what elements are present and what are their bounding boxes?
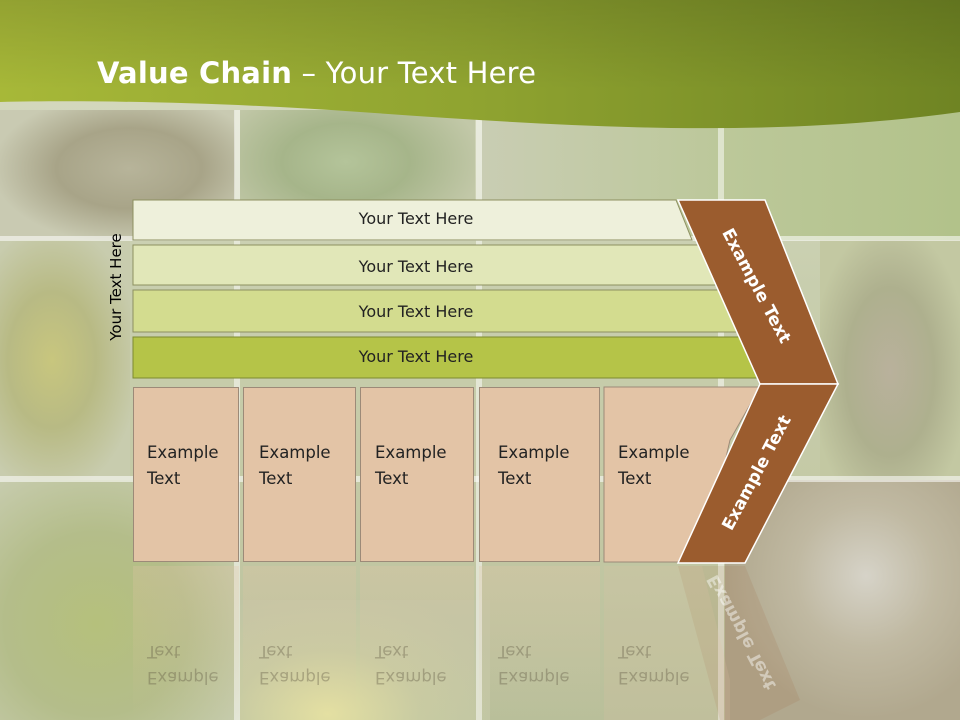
column-1-line-1: Example <box>147 443 219 462</box>
band-4-label: Your Text Here <box>358 347 474 366</box>
column-3-line-1: Example <box>375 443 447 462</box>
column-2-reflection-line-1: Example <box>259 668 331 687</box>
column-5-reflection-line-2: Text <box>618 642 652 661</box>
column-5-reflection-line-1: Example <box>618 668 690 687</box>
column-3-reflection-text: Example Text <box>375 638 447 690</box>
column-4-line-2: Text <box>498 469 532 488</box>
column-5-reflection-text: Example Text <box>618 638 690 690</box>
column-3-reflection <box>360 566 474 720</box>
column-4-line-1: Example <box>498 443 570 462</box>
column-2 <box>243 387 356 562</box>
column-2-reflection-text: Example Text <box>259 638 331 690</box>
title-bold: Value Chain <box>97 56 293 90</box>
column-5-text: Example Text <box>618 440 690 492</box>
column-4-reflection-line-1: Example <box>498 668 570 687</box>
chevron-bottom <box>676 383 840 564</box>
column-1-reflection-line-1: Example <box>147 668 219 687</box>
column-3-reflection-line-2: Text <box>375 642 409 661</box>
column-2-reflection-line-2: Text <box>259 642 293 661</box>
column-4-reflection-line-2: Text <box>498 642 532 661</box>
band-3-label: Your Text Here <box>358 302 474 321</box>
column-3-text: Example Text <box>375 440 447 492</box>
column-2-reflection <box>243 566 356 720</box>
column-4-text: Example Text <box>498 440 570 492</box>
column-1-reflection-text: Example Text <box>147 638 219 690</box>
column-5-line-1: Example <box>618 443 690 462</box>
band-2-label: Your Text Here <box>358 257 474 276</box>
column-4-reflection <box>479 566 600 720</box>
background-photo-candle <box>240 600 490 720</box>
band-1-label: Your Text Here <box>358 209 474 228</box>
column-2-line-2: Text <box>259 469 293 488</box>
header-band <box>0 0 960 129</box>
column-1-line-2: Text <box>147 469 181 488</box>
column-4 <box>479 387 600 562</box>
column-5-line-2: Text <box>618 469 652 488</box>
chevron-reflection <box>678 566 800 720</box>
band-1 <box>132 199 693 241</box>
column-3-line-2: Text <box>375 469 409 488</box>
column-1-text: Example Text <box>147 440 219 492</box>
column-1-reflection-line-2: Text <box>147 642 181 661</box>
column-3-reflection-line-1: Example <box>375 668 447 687</box>
column-5-reflection <box>604 566 730 720</box>
column-1 <box>133 387 239 562</box>
column-3 <box>360 387 474 562</box>
column-2-line-1: Example <box>259 443 331 462</box>
page-title: Value Chain – Your Text Here <box>97 56 536 90</box>
title-rest: – Your Text Here <box>292 56 537 90</box>
column-4-reflection-text: Example Text <box>498 638 570 690</box>
column-1-reflection <box>133 566 239 720</box>
background-photo-oil <box>0 240 130 480</box>
background-photo-pebbles <box>820 240 960 480</box>
column-2-text: Example Text <box>259 440 331 492</box>
